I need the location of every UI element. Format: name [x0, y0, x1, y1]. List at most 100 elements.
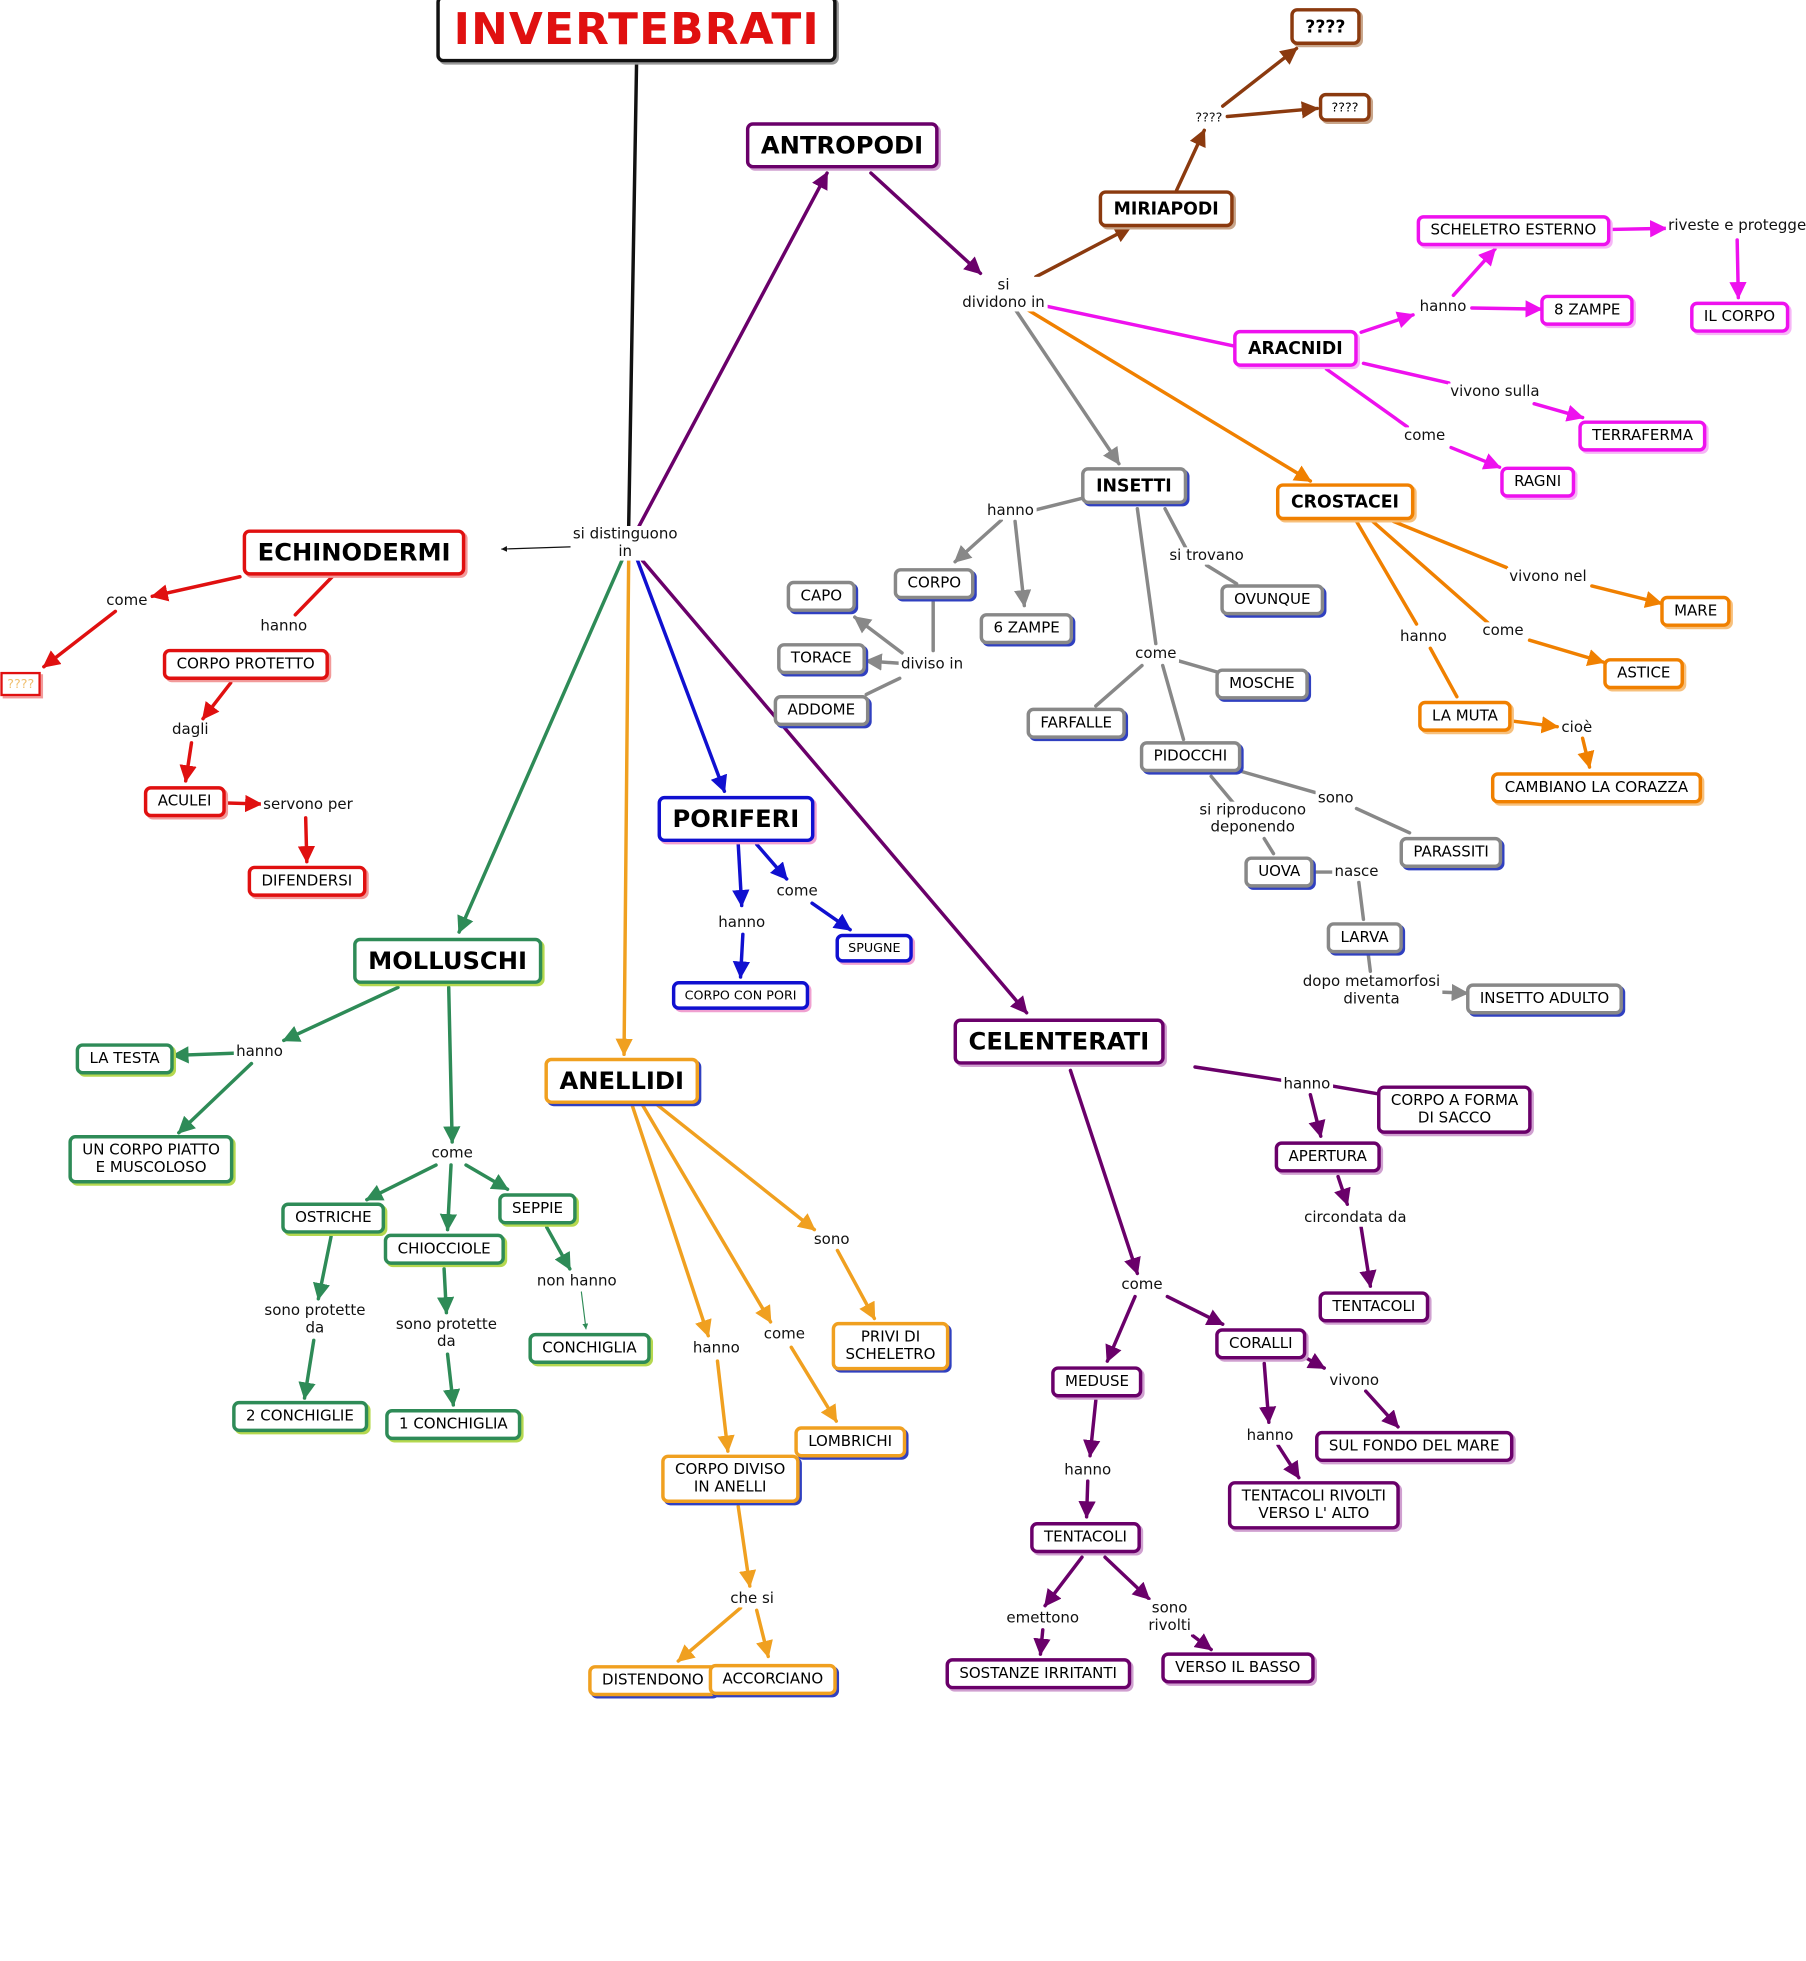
node-antropodi: ANTROPODI: [745, 122, 939, 169]
link-insetti-hanno: hanno: [984, 502, 1037, 520]
node-celenterati: CELENTERATI: [953, 1018, 1165, 1065]
link-aracnidi-hanno: hanno: [1417, 298, 1469, 316]
link-si-trovano: si trovano: [1167, 547, 1247, 565]
node-difendersi: DIFENDERSI: [247, 865, 367, 897]
node-6-zampe: 6 ZAMPE: [979, 613, 1074, 645]
node-corpo-con-pori: CORPO CON PORI: [671, 981, 810, 1010]
node-molluschi: MOLLUSCHI: [353, 937, 543, 984]
node-il-corpo: IL CORPO: [1690, 301, 1789, 333]
link-coralli-hanno: hanno: [1244, 1427, 1296, 1445]
node-parassiti: PARASSITI: [1399, 836, 1503, 869]
link-diviso-in: diviso in: [898, 655, 966, 674]
node-miriapodi-q2: ????: [1318, 92, 1372, 122]
node-capo: CAPO: [786, 580, 856, 612]
link-meduse-hanno: hanno: [1062, 1462, 1114, 1480]
node-ovunque: OVUNQUE: [1220, 584, 1325, 616]
node-insetto-adulto: INSETTO ADULTO: [1466, 983, 1624, 1015]
link-servono-per: servono per: [260, 796, 356, 814]
node-miriapodi: MIRIAPODI: [1098, 190, 1234, 228]
link-cel-come: come: [1119, 1276, 1165, 1294]
node-mosche: MOSCHE: [1215, 668, 1309, 700]
node-apertura: APERTURA: [1274, 1141, 1381, 1173]
node-terraferma: TERRAFERMA: [1578, 420, 1707, 452]
node-sostanze-irritanti: SOSTANZE IRRITANTI: [945, 1658, 1131, 1690]
link-miriapodi-qq: ????: [1193, 109, 1225, 127]
node-pidocchi: PIDOCCHI: [1139, 741, 1241, 773]
link-crost-hanno: hanno: [1397, 628, 1450, 646]
link-vivono-sulla: vivono sulla: [1447, 383, 1542, 401]
node-corpo: CORPO: [893, 568, 975, 600]
node-lombrichi: LOMBRICHI: [794, 1426, 906, 1458]
link-dagli: dagli: [169, 721, 211, 739]
node-echino-unknown: ????: [0, 671, 42, 697]
link-moll-hanno: hanno: [233, 1043, 286, 1061]
node-ragni: RAGNI: [1500, 466, 1575, 498]
link-non-hanno: non hanno: [534, 1272, 619, 1291]
link-vivono-coralli: vivono: [1327, 1372, 1382, 1390]
link-pori-come: come: [774, 883, 821, 901]
node-coralli: CORALLI: [1215, 1328, 1307, 1360]
node-corpo-protetto: CORPO PROTETTO: [162, 648, 329, 680]
link-circondata-da: circondata da: [1301, 1209, 1409, 1227]
node-anellidi: ANELLIDI: [544, 1057, 700, 1104]
link-cioe: cioè: [1559, 719, 1595, 737]
node-echinodermi: ECHINODERMI: [242, 529, 466, 576]
link-si-dividono: si dividono in: [959, 276, 1048, 312]
page-title: INVERTEBRATI: [436, 0, 838, 63]
node-chiocciole: CHIOCCIOLE: [383, 1233, 505, 1265]
link-vivono-nel: vivono nel: [1506, 568, 1590, 586]
node-1-conchiglia: 1 CONCHIGLIA: [385, 1409, 522, 1441]
node-sul-fondo-del-mare: SUL FONDO DEL MARE: [1315, 1430, 1514, 1463]
link-insetti-come: come: [1132, 645, 1179, 663]
node-farfalle: FARFALLE: [1026, 707, 1126, 739]
link-anell-hanno: hanno: [690, 1339, 743, 1358]
node-corpo-piatto: UN CORPO PIATTO E MUSCOLOSO: [68, 1135, 234, 1184]
node-aracnidi: ARACNIDI: [1233, 329, 1358, 367]
link-anell-come: come: [761, 1325, 808, 1344]
node-larva: LARVA: [1326, 922, 1403, 954]
node-poriferi: PORIFERI: [657, 795, 815, 843]
link-crost-come: come: [1480, 622, 1526, 640]
node-8-zampe: 8 ZAMPE: [1540, 294, 1635, 326]
node-torace: TORACE: [777, 643, 866, 675]
node-cambiano-la-corazza: CAMBIANO LA CORAZZA: [1490, 772, 1702, 804]
connector-lines: [42, 46, 1747, 1663]
node-la-testa: LA TESTA: [75, 1043, 174, 1075]
node-ostriche: OSTRICHE: [281, 1202, 386, 1234]
node-tentacoli-meduse: TENTACOLI: [1030, 1522, 1141, 1554]
link-pori-hanno: hanno: [715, 914, 768, 932]
node-aculei: ACULEI: [143, 786, 226, 818]
node-tentacoli-cel: TENTACOLI: [1318, 1291, 1430, 1323]
node-corpo-a-forma-di-sacco: CORPO A FORMA DI SACCO: [1377, 1085, 1533, 1134]
link-emettono: emettono: [1004, 1609, 1082, 1628]
link-sono-parassiti: sono: [1315, 789, 1356, 807]
link-che-si: che si: [727, 1590, 777, 1608]
node-mare: MARE: [1660, 595, 1732, 627]
node-tentacoli-rivolti-alto: TENTACOLI RIVOLTI VERSO L' ALTO: [1227, 1481, 1400, 1530]
link-cel-hanno: hanno: [1281, 1075, 1333, 1093]
link-nasce: nasce: [1332, 863, 1381, 881]
node-scheletro-esterno: SCHELETRO ESTERNO: [1416, 215, 1611, 247]
node-privi-di-scheletro: PRIVI DI SCHELETRO: [831, 1321, 950, 1371]
link-moll-come: come: [429, 1144, 476, 1163]
node-uova: UOVA: [1244, 856, 1315, 888]
node-crostacei: CROSTACEI: [1275, 483, 1414, 521]
node-accorciano: ACCORCIANO: [708, 1663, 837, 1696]
link-protette-1: sono protette da: [393, 1316, 500, 1351]
node-spugne: SPUGNE: [835, 933, 914, 963]
node-2-conchiglie: 2 CONCHIGLIE: [232, 1400, 368, 1433]
node-insetti: INSETTI: [1081, 467, 1187, 505]
node-meduse: MEDUSE: [1051, 1366, 1143, 1398]
link-aracnidi-come: come: [1401, 427, 1448, 445]
node-verso-il-basso: VERSO IL BASSO: [1161, 1652, 1315, 1684]
link-echino-come: come: [103, 592, 150, 610]
node-distendono: DISTENDONO: [588, 1665, 718, 1697]
node-corpo-diviso-in-anelli: CORPO DIVISO IN ANELLI: [661, 1454, 800, 1504]
link-si-distinguono: si distinguono in: [570, 525, 680, 561]
link-riveste: riveste e protegge: [1665, 217, 1806, 235]
node-seppie: SEPPIE: [498, 1193, 577, 1225]
node-addome: ADDOME: [773, 694, 869, 727]
link-sono-rivolti: sono rivolti: [1146, 1599, 1194, 1635]
node-conchiglia: CONCHIGLIA: [528, 1332, 651, 1365]
link-dopo-metamorfosi: dopo metamorfosi diventa: [1300, 973, 1443, 1009]
